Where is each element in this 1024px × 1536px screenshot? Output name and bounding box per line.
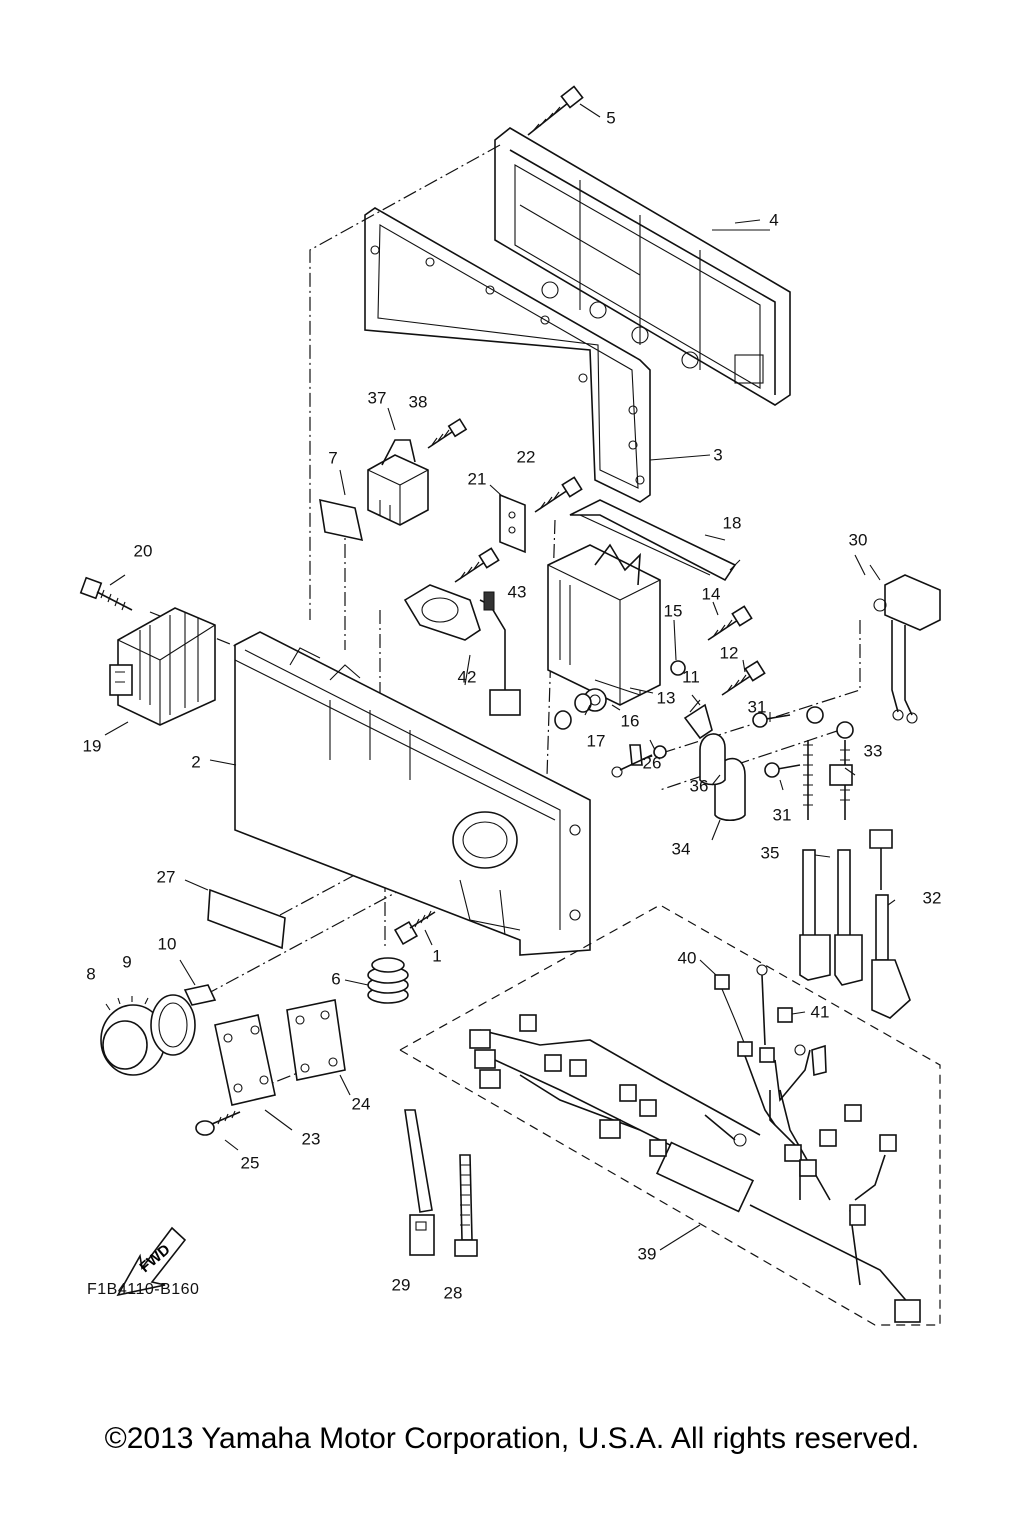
- callout-10: 10: [157, 934, 177, 954]
- callout-35: 35: [760, 843, 780, 863]
- callout-31-lower: 31: [772, 805, 792, 825]
- callout-32: 32: [922, 888, 942, 908]
- part-10-clip: [179, 959, 217, 1006]
- part-18-band: [569, 499, 741, 582]
- part-43-screw: [454, 547, 500, 583]
- callout-25: 25: [240, 1153, 260, 1173]
- part-7-pad: [319, 469, 364, 542]
- drawing-code: F1B4110-B160: [87, 1281, 200, 1298]
- part-4-cover: [494, 127, 791, 406]
- part-1-bolt: [393, 910, 436, 946]
- harness-group-outline: [398, 904, 941, 1326]
- guide-line-31: [659, 729, 841, 791]
- parts-cables-and-caps: [699, 706, 911, 1019]
- callout-43: 43: [507, 582, 527, 602]
- callout-2: 2: [191, 752, 201, 772]
- callout-37: 37: [367, 388, 387, 408]
- part-25-screw: [195, 1110, 241, 1151]
- part-2-electrical-box: [209, 631, 591, 956]
- part-28-cable-tie: [454, 1154, 478, 1257]
- callout-21: 21: [467, 469, 487, 489]
- callout-33: 33: [863, 741, 883, 761]
- leader-lines: [464, 219, 896, 1015]
- callout-40: 40: [677, 948, 697, 968]
- callout-22: 22: [516, 447, 536, 467]
- callout-18: 18: [722, 513, 742, 533]
- callout-26: 26: [642, 753, 662, 773]
- callout-9: 9: [122, 952, 132, 972]
- part-5-screw: [527, 85, 601, 136]
- part-23-plate: [214, 1014, 293, 1131]
- callout-3: 3: [713, 445, 723, 465]
- callout-38: 38: [408, 392, 428, 412]
- callout-8: 8: [86, 964, 96, 984]
- part-20-bolt: [79, 574, 133, 611]
- part-24-plate: [286, 999, 351, 1096]
- guide-line-8: [204, 849, 476, 996]
- callout-15: 15: [663, 601, 683, 621]
- guide-line-cover: [309, 144, 501, 620]
- callout-6: 6: [331, 969, 341, 989]
- callout-5: 5: [606, 108, 616, 128]
- callout-17: 17: [586, 731, 606, 751]
- part-37-relay: [367, 407, 429, 526]
- callout-36: 36: [689, 776, 709, 796]
- callout-28: 28: [443, 1283, 463, 1303]
- callout-30: 30: [848, 530, 868, 550]
- part-21-bracket: [489, 484, 526, 554]
- callout-7: 7: [328, 448, 338, 468]
- part-39-wire-harness: [469, 1014, 921, 1323]
- callout-42: 42: [457, 667, 477, 687]
- part-19-rectifier: [104, 607, 216, 736]
- part-8-cap: [100, 996, 171, 1076]
- part-38-screw: [427, 418, 468, 449]
- callout-1: 1: [432, 946, 442, 966]
- callout-14: 14: [701, 584, 721, 604]
- callout-16: 16: [620, 711, 640, 731]
- part-9-ring: [150, 994, 196, 1056]
- callout-19: 19: [82, 736, 102, 756]
- part-13-ecu: [547, 543, 661, 706]
- part-29-cable-tie: [404, 1109, 435, 1256]
- part-27-label: [184, 879, 286, 950]
- callout-23: 23: [301, 1129, 321, 1149]
- part-42-sensor: [403, 584, 521, 716]
- copyright-footer: ©2013 Yamaha Motor Corporation, U.S.A. A…: [104, 1422, 920, 1455]
- callout-13: 13: [656, 688, 676, 708]
- part-22-screw: [534, 476, 583, 513]
- callout-39: 39: [637, 1244, 657, 1264]
- callout-12: 12: [719, 643, 739, 663]
- part-6-grommet: [344, 957, 409, 1004]
- callout-27: 27: [156, 867, 176, 887]
- part-3-gasket: [364, 207, 711, 503]
- part-41-terminal: [777, 1007, 793, 1023]
- callout-24: 24: [351, 1094, 371, 1114]
- callout-34: 34: [671, 839, 691, 859]
- part-30-switch: [869, 564, 941, 724]
- callout-20: 20: [133, 541, 153, 561]
- parts-small-fasteners: [554, 605, 766, 778]
- callout-29: 29: [391, 1275, 411, 1295]
- part-40-terminal: [714, 964, 827, 1126]
- callout-41: 41: [810, 1002, 830, 1022]
- callout-4: 4: [769, 210, 779, 230]
- callout-11: 11: [682, 667, 700, 687]
- callout-31-upper: 31: [747, 697, 767, 717]
